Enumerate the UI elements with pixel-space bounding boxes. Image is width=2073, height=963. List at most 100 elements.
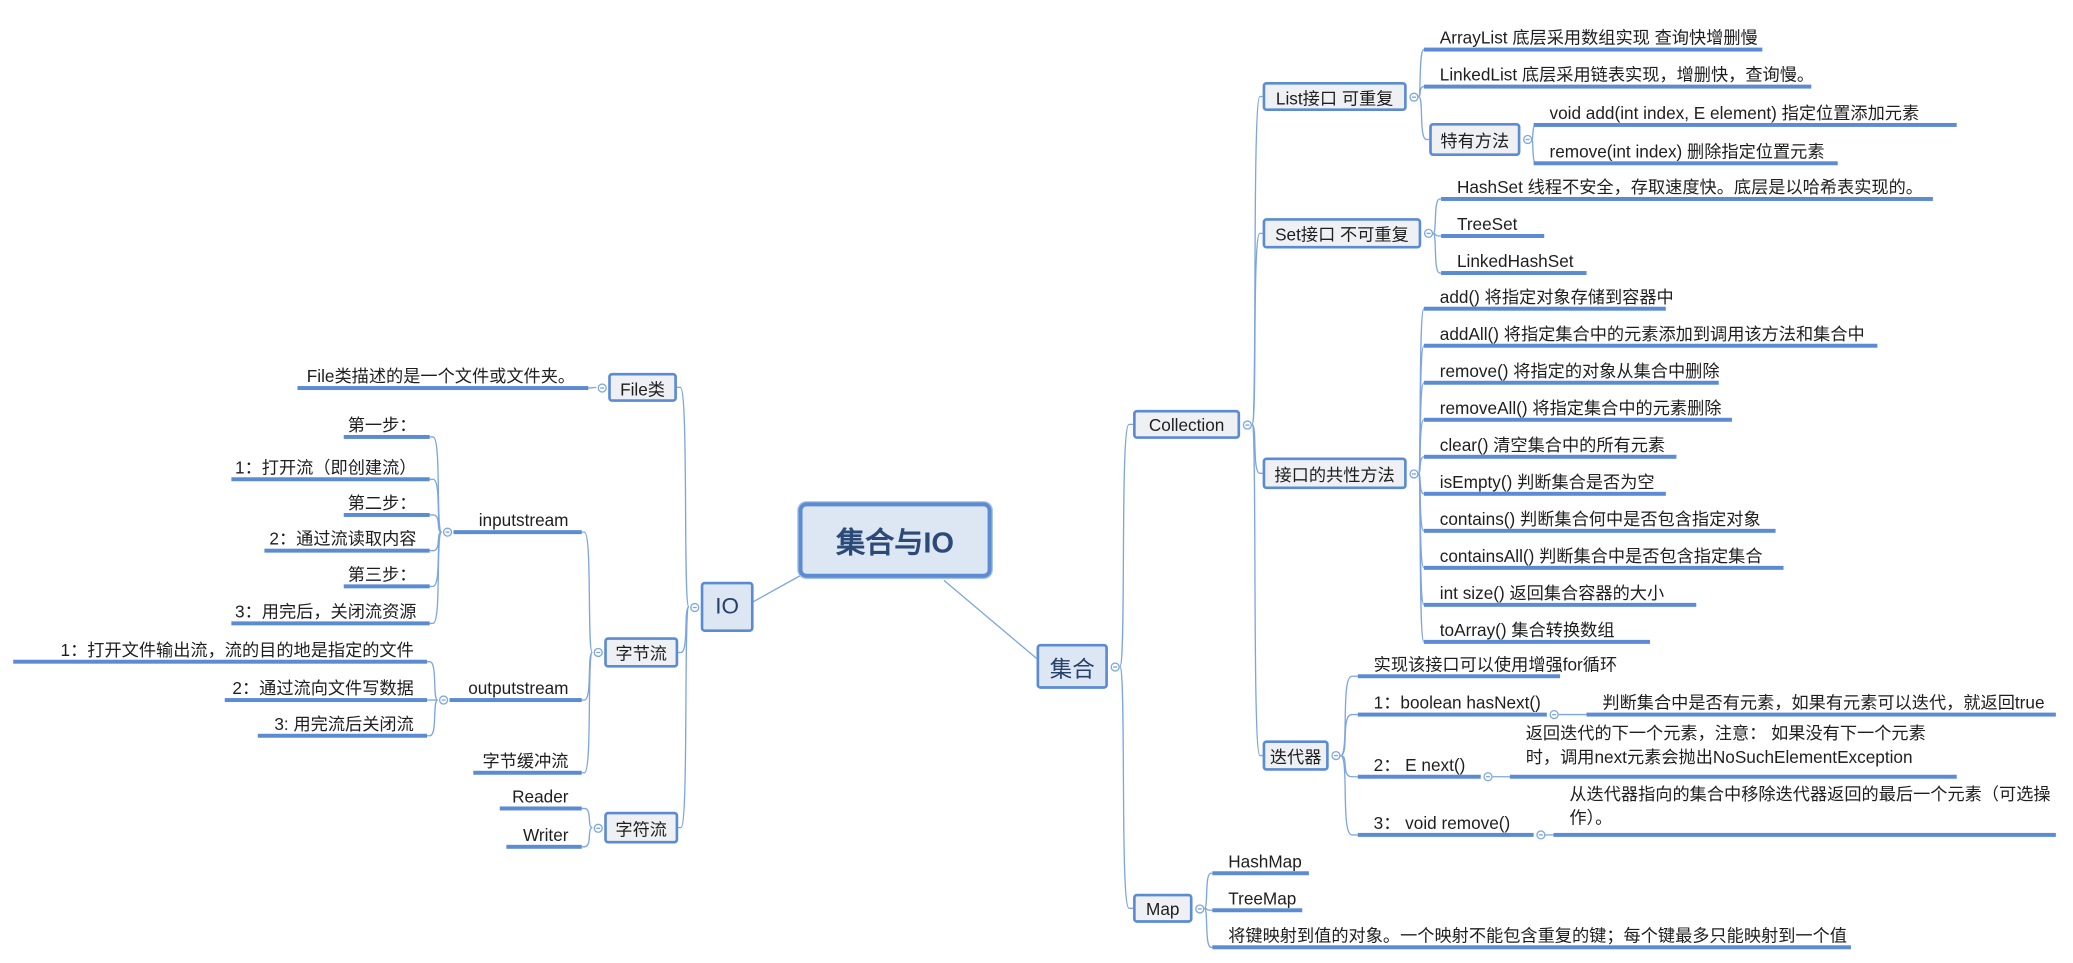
list-item[interactable]: File类描述的是一个文件或文件夹。 [297,367,589,391]
list-item[interactable]: 字节缓冲流 [473,752,582,775]
list-item[interactable]: contains() 判断集合何中是否包含指定对象 [1423,510,1776,533]
topic-byte-stream[interactable]: 字节流 [604,637,679,668]
list-item[interactable]: add() 将指定对象存储到容器中 [1423,288,1674,311]
list-item[interactable]: 1：打开流（即创建流） [231,458,430,482]
collapse-toggle-icon[interactable] [1408,91,1418,102]
topic-collections[interactable]: 集合 [1036,643,1108,689]
connector-line [1340,754,1358,778]
collapse-toggle-icon[interactable] [596,382,607,393]
collapse-toggle-icon[interactable] [689,602,699,612]
topic-label: IO [715,593,740,619]
topic-file-class[interactable]: File类 [608,372,677,402]
method-description[interactable]: 从迭代器指向的集合中移除迭代器返回的最后一个元素（可选操作）。 [1553,783,2056,837]
connector-line [678,606,690,829]
topic-label: File类 [620,378,665,399]
topic-outputstream[interactable]: outputstream [449,679,582,703]
collapse-toggle-icon[interactable] [1109,661,1120,671]
item-text: 1：打开文件输出流，流的目的地是指定的文件 [60,639,414,660]
central-topic[interactable]: 集合与IO [798,502,992,578]
connector-line [1432,198,1442,235]
item-text: HashSet 线程不安全，存取速度快。底层是以哈希表实现的。 [1456,177,1923,197]
list-item[interactable]: 将键映射到值的对象。一个映射不能包含重复的键；每个键最多只能映射到一个值 [1212,926,1851,950]
collapse-toggle-icon[interactable] [442,527,452,537]
list-item[interactable]: int size() 返回集合容器的大小 [1423,584,1697,607]
collapse-toggle-icon[interactable] [592,823,603,833]
list-item[interactable]: containsAll() 判断集合中是否包含指定集合 [1423,547,1784,570]
list-item[interactable]: 2：通过流向文件写数据 [224,679,428,703]
central-topic-label: 集合与IO [836,525,955,559]
list-item[interactable]: 第三步： [343,565,430,589]
topic-label: 集合 [1049,656,1095,682]
list-item[interactable]: clear() 清空集合中的所有元素 [1423,436,1677,459]
list-item[interactable]: Writer [506,826,582,849]
list-item[interactable]: void add(int index, E element) 指定位置添加元素 [1533,104,1957,127]
list-item[interactable]: remove() 将指定的对象从集合中删除 [1423,362,1720,385]
topic-label: 字符流 [615,819,667,839]
list-item[interactable]: 1：打开文件输出流，流的目的地是指定的文件 [13,639,428,664]
connector-line [1119,423,1134,667]
connector-line [427,699,439,737]
list-item[interactable]: TreeSet [1441,215,1545,238]
connector-line [1432,232,1442,274]
list-item[interactable]: isEmpty() 判断集合是否为空 [1423,473,1666,496]
method-description[interactable]: 返回迭代的下一个元素，注意： 如果没有下一个元素时，调用next元素会抛出NoS… [1509,722,1957,779]
list-item[interactable]: ArrayList 底层采用数组实现 查询快增删慢 [1423,27,1763,52]
connector-line [1339,754,1358,836]
item-text: 实现该接口可以使用增强for循环 [1373,654,1618,675]
list-item[interactable]: toArray() 集合转换数组 [1423,621,1650,644]
collapse-toggle-icon[interactable] [1194,903,1204,913]
item-text: 1：boolean hasNext() [1373,692,1541,713]
topic-special-methods[interactable]: 特有方法 [1429,122,1521,157]
connector-line [588,386,597,389]
list-item[interactable]: HashSet 线程不安全，存取速度快。底层是以哈希表实现的。 [1441,177,1933,201]
collapse-toggle-icon[interactable] [1522,134,1532,145]
collapse-toggle-icon[interactable] [1330,750,1340,761]
list-item[interactable]: TreeMap [1212,889,1303,913]
list-item[interactable]: 3: 用完流后关闭流 [257,715,428,738]
topic-set-interface[interactable]: Set接口 不可重复 [1262,218,1422,249]
collapse-toggle-icon[interactable] [1535,830,1545,840]
item-text: remove(int index) 删除指定位置元素 [1549,141,1825,162]
list-item[interactable]: remove(int index) 删除指定位置元素 [1533,141,1838,166]
topic-char-stream[interactable]: 字符流 [604,811,679,844]
list-item[interactable]: removeAll() 将指定集合中的元素删除 [1423,399,1732,422]
iterator-method[interactable]: 3： void remove() [1357,814,1534,837]
item-text: ArrayList 底层采用数组实现 查询快增删慢 [1439,27,1758,48]
collapse-toggle-icon[interactable] [438,695,448,705]
connector-line [1417,95,1430,141]
iterator-method[interactable]: 1：boolean hasNext() [1357,692,1547,717]
collapse-toggle-icon[interactable] [1242,419,1252,430]
topic-inputstream[interactable]: inputstream [453,511,582,535]
list-item[interactable]: 第一步： [343,416,430,439]
connector-line [1251,423,1263,474]
collapse-toggle-icon[interactable] [1408,468,1418,478]
topic-collection[interactable]: Collection [1133,409,1241,439]
list-item[interactable]: HashMap [1212,852,1309,876]
topic-map[interactable]: Map [1133,893,1193,923]
collapse-toggle-icon[interactable] [592,647,603,658]
method-description[interactable]: 判断集合中是否有元素，如果有元素可以迭代，就返回true [1586,692,2056,717]
connector-line [581,807,593,829]
item-text: 3：用完后，关闭流资源 [235,601,417,622]
item-text: 判断集合中是否有元素，如果有元素可以迭代，就返回true [1602,692,2045,713]
list-item[interactable]: 2：通过流读取内容 [264,530,430,553]
topic-io[interactable]: IO [700,581,754,632]
collapse-toggle-icon[interactable] [1548,709,1559,720]
collapse-toggle-icon[interactable] [1423,228,1433,238]
list-item[interactable]: LinkedHashSet [1441,252,1587,275]
topic-label: Map [1146,898,1180,919]
list-item[interactable]: 实现该接口可以使用增强for循环 [1357,655,1617,679]
topic-iterator[interactable]: 迭代器 [1262,740,1329,771]
item-text: LinkedList 底层采用链表实现，增删快，查询慢。 [1439,64,1815,85]
connector-line [1417,472,1425,643]
iterator-method[interactable]: 2： E next() [1357,756,1481,779]
list-item[interactable]: Reader [499,787,582,811]
collapse-toggle-icon[interactable] [1482,772,1492,782]
list-item[interactable]: 第二步： [343,494,430,517]
list-item[interactable]: LinkedList 底层采用链表实现，增删快，查询慢。 [1423,64,1815,89]
list-item[interactable]: 3：用完后，关闭流资源 [231,601,430,626]
item-text: add() 将指定对象存储到容器中 [1439,286,1674,307]
list-item[interactable]: addAll() 将指定集合中的元素添加到调用该方法和集合中 [1423,325,1878,348]
topic-common-methods[interactable]: 接口的共性方法 [1262,457,1407,490]
topic-list-interface[interactable]: List接口 可重复 [1262,81,1407,112]
